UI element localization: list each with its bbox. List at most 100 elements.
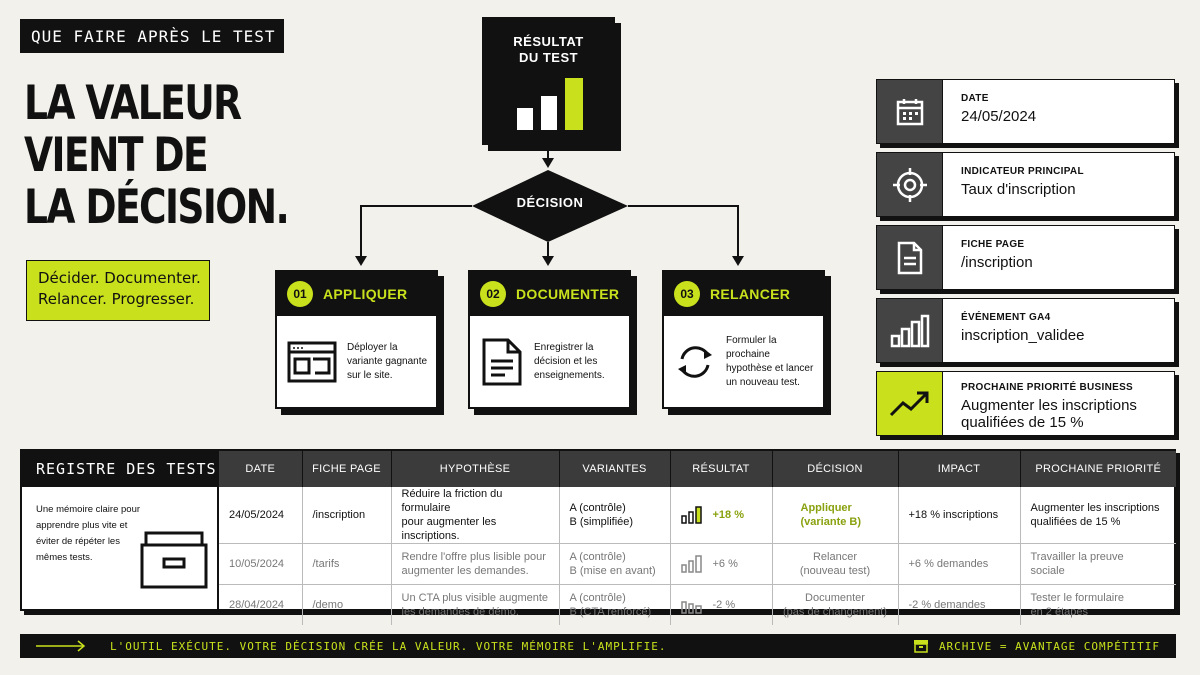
section-tag: QUE FAIRE APRÈS LE TEST xyxy=(20,19,284,53)
cell-line: B (mise en avant) xyxy=(569,564,656,577)
cell-page: /tarifs xyxy=(302,543,392,584)
tagline-line-2: Relancer. Progresser. xyxy=(38,290,195,308)
hero-line-2: VIENT DE xyxy=(24,128,209,183)
cell-line: Tester le formulaire xyxy=(1030,591,1125,604)
info-label: FICHE PAGE xyxy=(961,239,1025,250)
bar-chart-icon xyxy=(680,506,702,524)
table-row: 10/05/2024 /tarifs Rendre l'offre plus l… xyxy=(219,543,1176,584)
info-label: PROCHAINE PRIORITÉ BUSINESS xyxy=(961,382,1134,393)
card-text: Déployer la variante gagnante sur le site. xyxy=(347,341,427,383)
result-title-1: RÉSULTAT xyxy=(513,34,584,49)
cell-line: (pas de changement) xyxy=(783,605,887,618)
test-register: REGISTRE DES TESTS Une mémoire claire po… xyxy=(20,449,1176,625)
archive-icon xyxy=(913,640,928,653)
card-title: DOCUMENTER xyxy=(516,286,620,302)
col-date: DATE xyxy=(219,451,303,487)
cell-line: Documenter xyxy=(805,591,865,604)
info-label: ÉVÉNEMENT GA4 xyxy=(961,312,1051,323)
cell-next: Augmenter les inscriptions qualifiées de … xyxy=(1020,487,1176,544)
test-result-box: RÉSULTAT DU TEST xyxy=(482,17,615,145)
bar-chart-icon xyxy=(680,600,702,614)
cell-line: A (contrôle) xyxy=(569,550,626,563)
info-value: Taux d'inscription xyxy=(961,181,1076,198)
cell-line: (variante B) xyxy=(800,516,862,528)
document-icon xyxy=(897,241,922,274)
result-value: +6 % xyxy=(712,557,738,570)
table-row: 24/05/2024 /inscription Réduire la frict… xyxy=(219,487,1176,544)
cell-line: qualifiées de 15 % xyxy=(1030,516,1121,528)
col-result: RÉSULTAT xyxy=(670,451,773,487)
card-text-line: décision et les xyxy=(534,355,598,367)
cell-variants: A (contrôle)B (mise en avant) xyxy=(559,543,671,584)
cell-line: Appliquer xyxy=(800,502,852,514)
target-icon xyxy=(892,167,927,202)
card-number: 01 xyxy=(287,281,313,307)
cell-decision: Relancer(nouveau test) xyxy=(772,543,899,584)
info-label: INDICATEUR PRINCIPAL xyxy=(961,166,1084,177)
info-page: FICHE PAGE/inscription xyxy=(876,225,1175,290)
refresh-icon xyxy=(678,345,712,378)
footer-claim: ARCHIVE = AVANTAGE COMPÉTITIF xyxy=(938,639,1160,653)
cell-date: 10/05/2024 xyxy=(219,543,303,584)
cell-line: Augmenter les inscriptions xyxy=(1030,502,1160,514)
info-event: ÉVÉNEMENT GA4 inscription_validee xyxy=(876,298,1175,363)
info-value: Augmenter les inscriptions qualifiées de… xyxy=(961,397,1137,431)
register-table: DATE FICHE PAGE HYPOTHÈSE VARIANTES RÉSU… xyxy=(219,451,1176,625)
hero-title: LA VALEUR VIENT DE LA DÉCISION. xyxy=(24,78,290,235)
col-variants: VARIANTES xyxy=(559,451,671,487)
register-title: REGISTRE DES TESTS xyxy=(22,451,217,487)
card-text-line: Déployer la xyxy=(347,341,398,353)
card-text: Formuler la prochaine hypothèse et lancer… xyxy=(726,334,823,390)
card-text-line: sur le site. xyxy=(347,369,393,381)
card-text-line: un nouveau test. xyxy=(726,376,800,388)
card-text-line: variante gagnante xyxy=(347,355,428,367)
cell-date: 24/05/2024 xyxy=(219,487,303,544)
cell-line: A (contrôle) xyxy=(569,502,626,514)
cell-result: +18 % xyxy=(670,487,773,544)
col-decision: DÉCISION xyxy=(772,451,899,487)
col-next: PROCHAINE PRIORITÉ xyxy=(1020,451,1176,487)
cell-line: pour augmenter les inscriptions. xyxy=(401,516,497,542)
result-title-2: DU TEST xyxy=(518,50,579,65)
cell-line: en 2 étapes xyxy=(1030,605,1089,618)
browser-window-icon xyxy=(287,341,337,382)
footer-message: L'OUTIL EXÉCUTE. VOTRE DÉCISION CRÉE LA … xyxy=(110,639,667,653)
calendar-icon xyxy=(896,98,923,125)
cell-line: Un CTA plus visible augmente xyxy=(401,591,549,604)
bar-chart-icon xyxy=(890,314,929,347)
info-value: /inscription xyxy=(961,254,1033,271)
info-value: inscription_validee xyxy=(961,327,1085,344)
card-text-line: hypothèse et lancer xyxy=(726,362,814,374)
arrow-right-icon xyxy=(36,640,86,652)
cell-date: 28/04/2024 xyxy=(219,583,303,625)
cell-impact: -2 % demandes xyxy=(898,583,1021,625)
cell-variants: A (contrôle)B (CTA renforcé) xyxy=(559,583,671,625)
card-text-line: Enregistrer la xyxy=(534,341,594,353)
card-text-line: enseignements. xyxy=(534,369,605,381)
info-indicator: INDICATEUR PRINCIPAL Taux d'inscription xyxy=(876,152,1175,217)
result-value: +18 % xyxy=(712,509,745,521)
card-text: Enregistrer la décision et les enseignemen… xyxy=(534,341,605,383)
cell-line: augmenter les demandes. xyxy=(401,564,529,577)
cell-line: B (simplifiée) xyxy=(569,516,634,528)
cell-page: /inscription xyxy=(302,487,392,544)
cell-impact: +6 % demandes xyxy=(898,543,1021,584)
hero-line-3: LA DÉCISION. xyxy=(24,180,290,235)
result-value: -2 % xyxy=(712,598,736,611)
register-intro: REGISTRE DES TESTS Une mémoire claire po… xyxy=(22,451,219,609)
table-row: 28/04/2024 /demo Un CTA plus visible aug… xyxy=(219,583,1176,625)
card-text-line: Formuler la prochaine xyxy=(726,334,777,360)
cell-line: Rendre l'offre plus lisible pour xyxy=(401,550,546,563)
cell-line: sociale xyxy=(1030,564,1065,577)
card-title: APPLIQUER xyxy=(323,286,408,302)
cell-page: /demo xyxy=(302,583,392,625)
card-appliquer: 01 APPLIQUER Déployer la variante gagnante… xyxy=(275,270,438,409)
cell-line: A (contrôle) xyxy=(569,591,626,604)
